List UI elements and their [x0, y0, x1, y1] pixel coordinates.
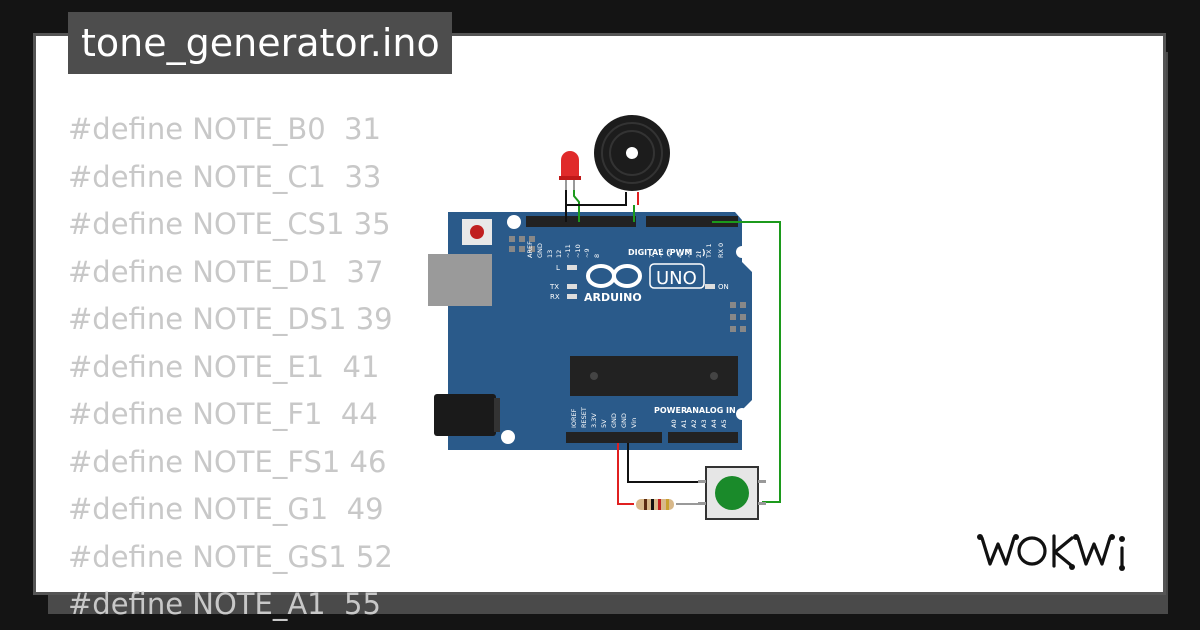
top-pin-label: ~5: [666, 248, 674, 258]
code-preview: #define NOTE_B0 31 #define NOTE_C1 33 #d…: [68, 106, 393, 629]
code-line: #define NOTE_DS1 39: [68, 302, 393, 336]
power-jack: [434, 394, 496, 436]
bottom-pin-label: A0: [670, 419, 678, 428]
bottom-pin-label: GND: [620, 413, 628, 428]
bottom-pin-label: RESET: [580, 407, 588, 428]
top-pin-label: ~10: [574, 244, 582, 258]
code-line: #define NOTE_A1 55: [68, 587, 381, 621]
top-pin-label: 12: [555, 250, 563, 258]
bottom-pin-label: 5V: [600, 419, 608, 428]
arduino-infinity-icon: [586, 264, 642, 288]
bottom-pin-label: 3.3V: [590, 413, 598, 428]
power-header: [566, 432, 662, 443]
red-led[interactable]: [559, 151, 581, 190]
code-line: #define NOTE_B0 31: [68, 112, 381, 146]
top-pin-label: 2: [695, 254, 703, 258]
model-label: UNO: [656, 268, 697, 289]
analog-label: ANALOG IN: [686, 406, 736, 415]
file-title: tone_generator.ino: [68, 12, 452, 74]
top-pin-label: ~3: [685, 248, 693, 258]
bottom-pin-label: Vin: [630, 418, 638, 428]
wokwi-logo: [977, 534, 1125, 571]
buzzer[interactable]: [594, 115, 670, 191]
buzzer-icon: [626, 147, 638, 159]
code-line: #define NOTE_G1 49: [68, 492, 384, 526]
bottom-pin-label: IOREF: [570, 408, 578, 428]
top-pin-label: 8: [593, 254, 601, 258]
code-line: #define NOTE_C1 33: [68, 159, 382, 194]
code-line: #define NOTE_CS1 35: [68, 207, 391, 241]
bottom-pin-label: A5: [720, 419, 728, 428]
top-pin-label: GND: [536, 243, 544, 258]
led-icon: [561, 151, 579, 178]
code-line: #define NOTE_F1 44: [68, 397, 378, 431]
top-pin-label: AREF: [526, 241, 534, 258]
resistor[interactable]: [636, 499, 674, 510]
digital-header-right: [646, 216, 738, 227]
usb-port: [428, 254, 492, 306]
analog-header: [668, 432, 738, 443]
bottom-pin-label: A2: [690, 419, 698, 428]
led-tx-label: TX: [549, 283, 559, 291]
led-on-label: ON: [718, 283, 729, 291]
digital-label: DIGITAL (PWM ~): [628, 248, 706, 257]
top-pin-label: 13: [546, 250, 554, 258]
top-pin-label: TX 1: [705, 243, 713, 259]
top-pin-label: ~6: [657, 248, 665, 258]
bottom-pin-label: GND: [610, 413, 618, 428]
digital-header-left: [526, 216, 636, 227]
bottom-pin-label: A4: [710, 419, 718, 428]
top-pin-label: ~9: [583, 248, 591, 258]
push-button[interactable]: [698, 466, 766, 520]
top-pin-label: 4: [676, 254, 684, 258]
code-line: #define NOTE_GS1 52: [68, 539, 393, 574]
arduino-uno-board[interactable]: DIGITAL (PWM ~) POWER ANALOG IN ARDUINO …: [428, 212, 752, 450]
led-rx-label: RX: [550, 293, 560, 301]
led-l-label: L: [556, 264, 560, 272]
bottom-pin-label: A1: [680, 419, 688, 428]
preview-card: #define NOTE_B0 31 #define NOTE_C1 33 #d…: [33, 33, 1166, 621]
bottom-pin-label: A3: [700, 419, 708, 428]
code-line: #define NOTE_D1 37: [68, 254, 384, 289]
power-label: POWER: [654, 406, 687, 415]
circuit-diagram: DIGITAL (PWM ~) POWER ANALOG IN ARDUINO …: [428, 115, 781, 520]
code-line: #define NOTE_FS1 46: [68, 444, 387, 479]
top-pin-label: 7: [648, 254, 656, 258]
brand-label: ARDUINO: [584, 291, 642, 304]
top-pin-label: ~11: [564, 244, 572, 258]
push-button-icon: [715, 476, 749, 510]
top-pin-label: RX 0: [717, 243, 725, 258]
code-line: #define NOTE_E1 41: [68, 349, 380, 384]
